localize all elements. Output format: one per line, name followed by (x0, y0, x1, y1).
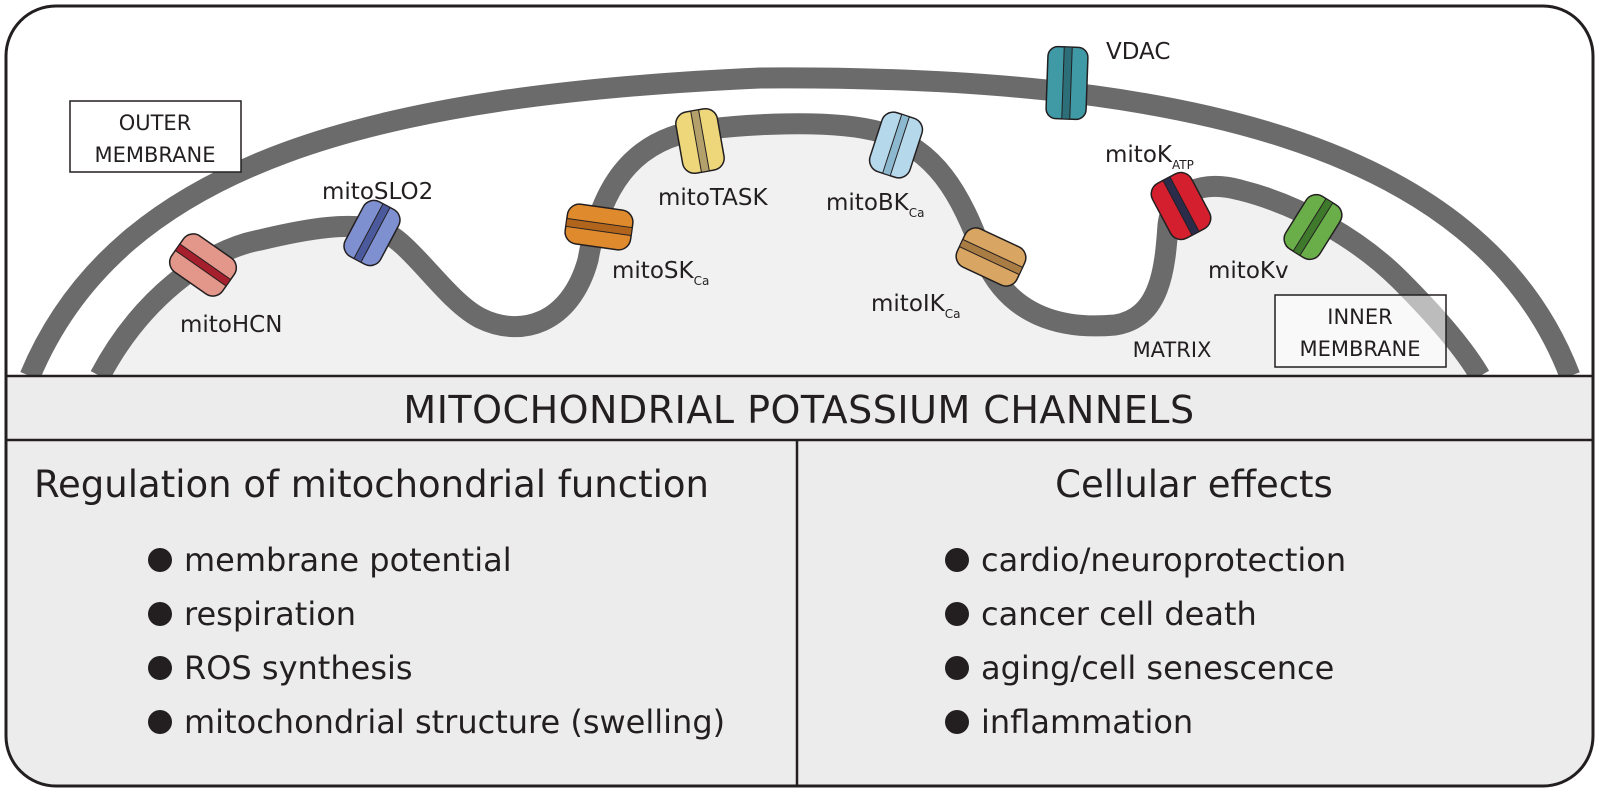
list-item-text: cardio/neuroprotection (981, 541, 1347, 579)
bk-label-name: mitoBK (826, 190, 910, 216)
task-label: mitoTASK (658, 185, 768, 211)
sk-label: mitoSKCa (612, 258, 709, 288)
bullet-icon (945, 656, 969, 680)
hcn-channel (168, 233, 238, 297)
frame-border (4, 4, 1595, 788)
hcn-label-name: mitoHCN (180, 312, 282, 338)
list-item-text: ROS synthesis (184, 649, 413, 687)
bullet-icon (148, 602, 172, 626)
ik-label: mitoIKCa (871, 291, 961, 321)
list-item-text: inflammation (981, 703, 1194, 741)
kv-label: mitoKv (1208, 258, 1289, 284)
bullet-icon (945, 710, 969, 734)
outer-membrane-label-line1: OUTER (119, 111, 192, 135)
ik-channel (955, 227, 1027, 287)
list-item-text: mitochondrial structure (swelling) (184, 703, 726, 741)
list-item: membrane potential (148, 533, 725, 587)
vdac-label-name: VDAC (1106, 39, 1170, 65)
kv-channel (1283, 193, 1343, 261)
list-item: cancer cell death (945, 587, 1346, 641)
bk-label: mitoBKCa (826, 190, 924, 220)
inner-membrane-label: INNER MEMBRANE (1274, 294, 1447, 368)
right-panel: Cellular effects cardio/neuroprotection … (799, 443, 1589, 783)
list-item-text: membrane potential (184, 541, 512, 579)
kv-label-name: mitoKv (1208, 258, 1289, 284)
bk-channel (868, 111, 924, 179)
left-panel-heading: Regulation of mitochondrial function (34, 463, 709, 506)
bullet-icon (148, 656, 172, 680)
list-item: ROS synthesis (148, 641, 725, 695)
katp-label-sub: ATP (1172, 158, 1194, 172)
list-item: cardio/neuroprotection (945, 533, 1346, 587)
bk-label-sub: Ca (909, 206, 925, 220)
list-item: respiration (148, 587, 725, 641)
inner-membrane-label-line2: MEMBRANE (1300, 337, 1421, 361)
matrix-area (100, 123, 1480, 377)
slo2-label: mitoSLO2 (322, 179, 433, 205)
ik-label-name: mitoIK (871, 291, 946, 317)
list-item-text: aging/cell senescence (981, 649, 1335, 687)
outer-membrane-label-line2: MEMBRANE (95, 143, 216, 167)
list-item: mitochondrial structure (swelling) (148, 695, 725, 749)
ik-label-sub: Ca (945, 307, 961, 321)
list-item: inflammation (945, 695, 1346, 749)
matrix-label: MATRIX (1133, 338, 1212, 362)
list-item-text: cancer cell death (981, 595, 1257, 633)
list-item: aging/cell senescence (945, 641, 1346, 695)
katp-label: mitoKATP (1105, 142, 1194, 172)
list-item-text: respiration (184, 595, 357, 633)
bullet-icon (148, 548, 172, 572)
info-panel (6, 376, 1593, 786)
left-panel: Regulation of mitochondrial function mem… (6, 443, 795, 783)
sk-channel (564, 203, 634, 251)
hcn-label: mitoHCN (180, 312, 282, 338)
sk-label-name: mitoSK (612, 258, 694, 284)
task-label-name: mitoTASK (658, 185, 768, 211)
slo2-label-name: mitoSLO2 (322, 179, 433, 205)
katp-label-name: mitoK (1105, 142, 1173, 168)
outer-membrane (20, 67, 1580, 381)
main-title: MITOCHONDRIAL POTASSIUM CHANNELS (403, 388, 1194, 432)
right-panel-list: cardio/neuroprotection cancer cell death… (945, 533, 1346, 749)
bullet-icon (945, 548, 969, 572)
bullet-icon (945, 602, 969, 626)
outer-membrane-label: OUTER MEMBRANE (69, 100, 242, 173)
vdac-channel (1045, 45, 1089, 121)
sk-label-sub: Ca (694, 274, 710, 288)
bullet-icon (148, 710, 172, 734)
left-panel-list: membrane potential respiration ROS synth… (148, 533, 725, 749)
vdac-label: VDAC (1106, 39, 1170, 65)
slo2-channel (343, 199, 401, 267)
inner-membrane-label-line1: INNER (1327, 305, 1392, 329)
right-panel-heading: Cellular effects (1055, 463, 1333, 506)
katp-channel (1150, 171, 1212, 241)
task-channel (675, 107, 725, 175)
